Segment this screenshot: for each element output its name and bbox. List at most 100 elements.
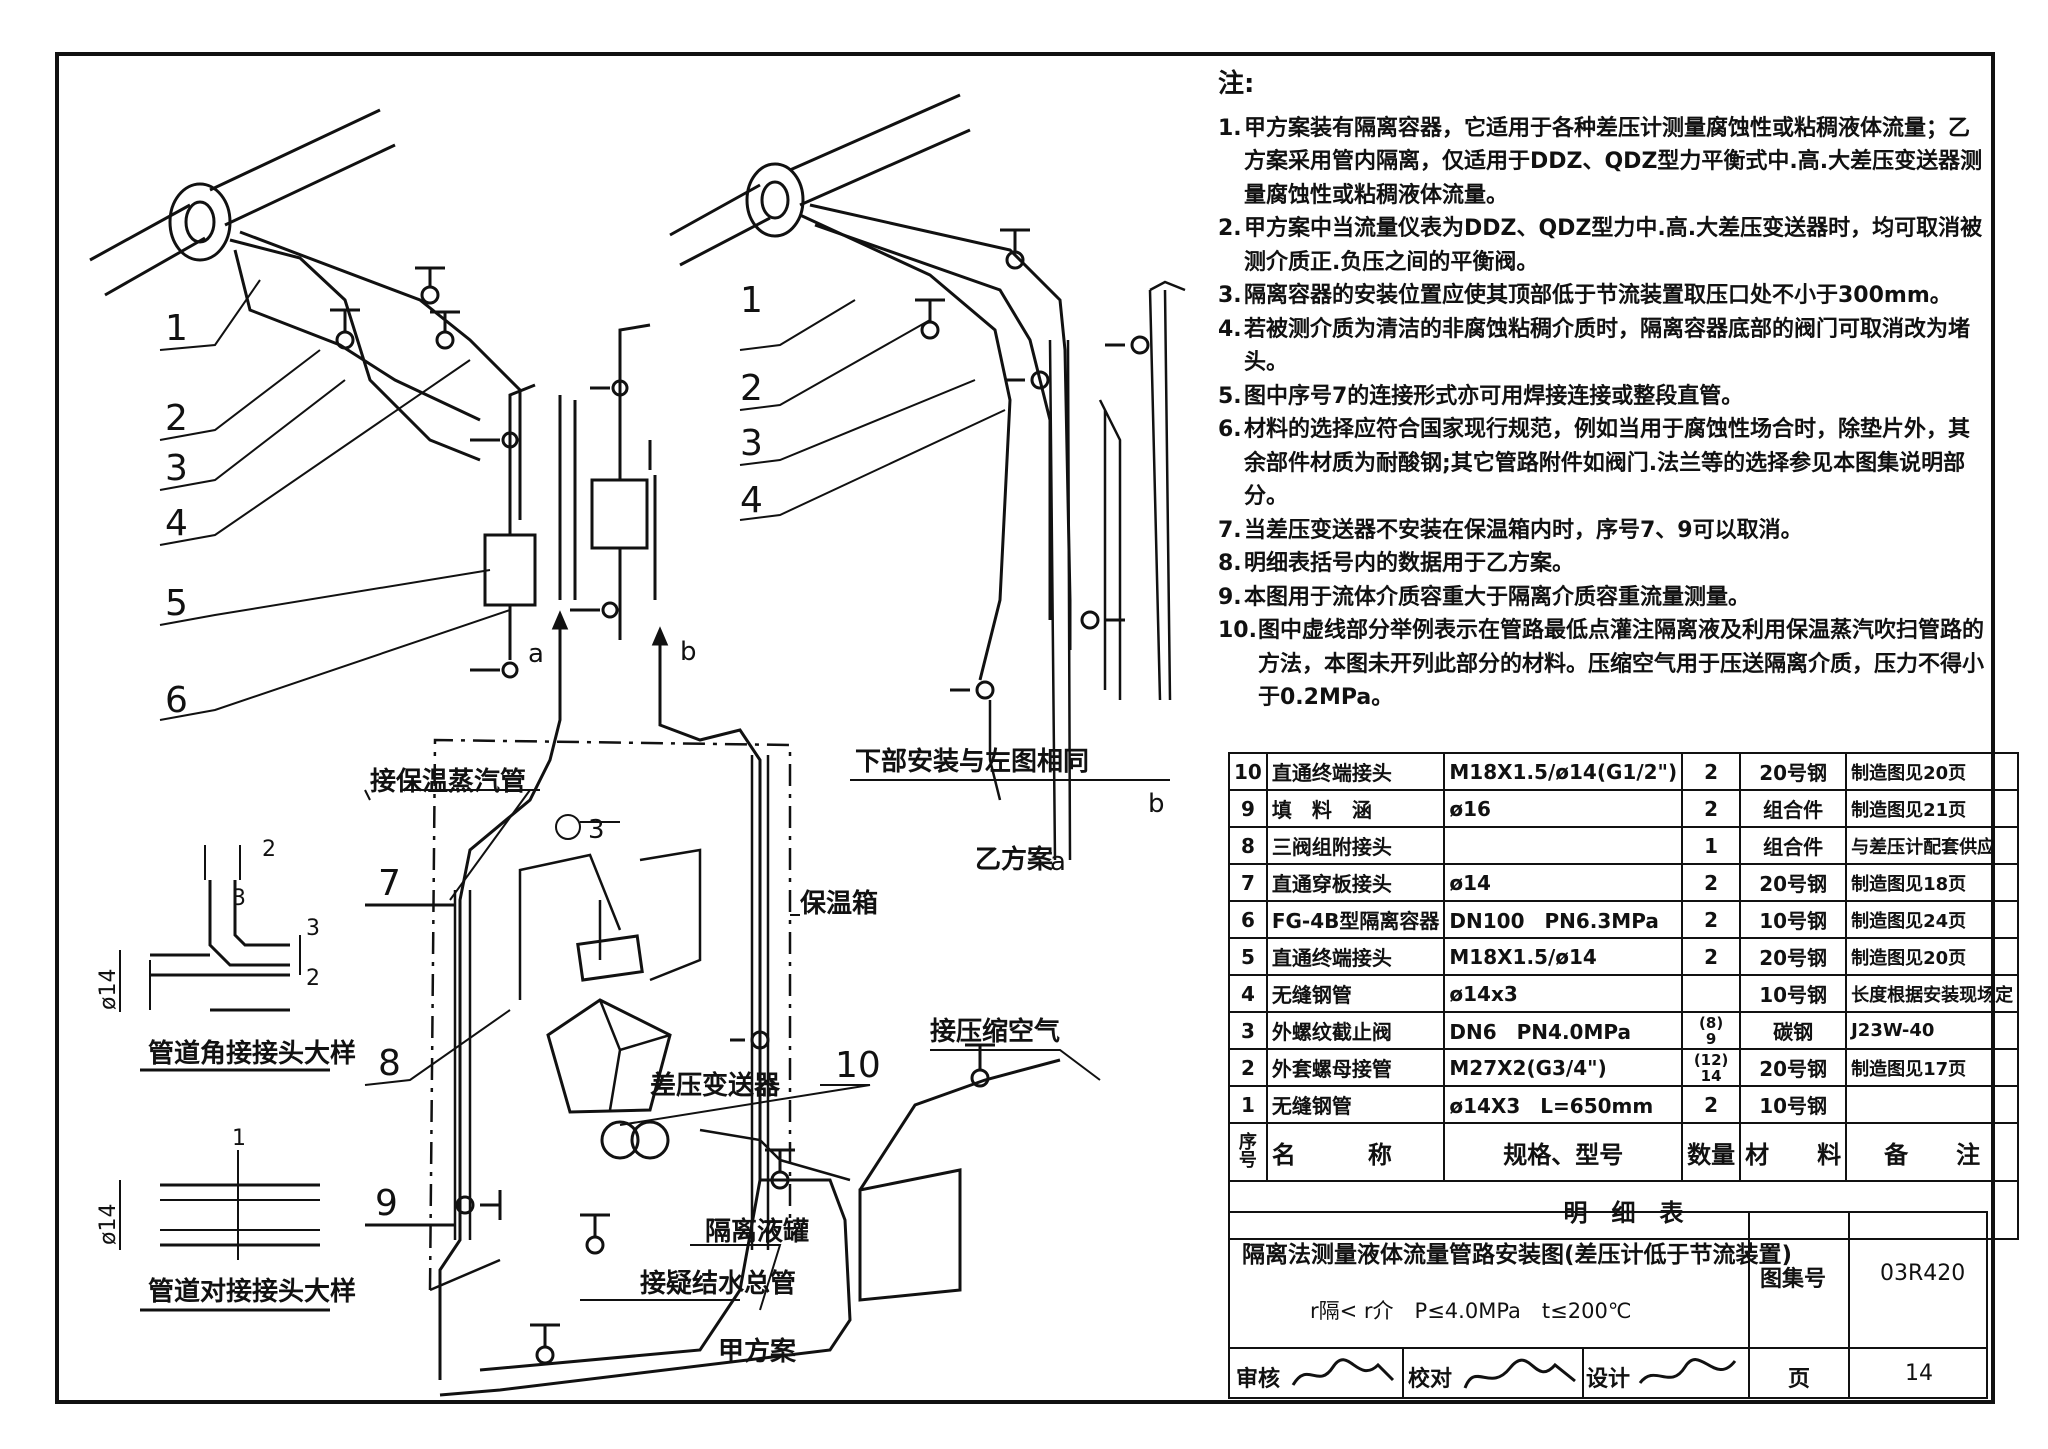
- bom-cell-name: 无缝钢管: [1265, 1085, 1446, 1124]
- bom-cell-spec: M18X1.5/ø14: [1443, 937, 1684, 976]
- bom-cell-name: 无缝钢管: [1265, 974, 1446, 1013]
- note-text: 甲方案中当流量仪表为DDZ、QDZ型力中.高.大差压变送器时，均可取消被测介质正…: [1244, 216, 1983, 275]
- bom-cell-no: 8: [1228, 826, 1268, 865]
- note-number: 6.: [1218, 417, 1242, 442]
- atlas-number: 03R420: [1880, 1261, 1966, 1286]
- note-number: 9.: [1218, 584, 1242, 610]
- notes-section: 注: 1.甲方案装有隔离容器，它适用于各种差压计测量腐蚀性或粘稠液体流量；乙方案…: [1218, 68, 1988, 715]
- valve-1: [330, 308, 360, 350]
- bom-cell-material: 组合件: [1739, 789, 1848, 828]
- bom-header-remark: 备 注: [1845, 1122, 2020, 1182]
- bom-cell-remark: 制造图见20页: [1845, 937, 2020, 976]
- label-b2: b: [1148, 789, 1165, 819]
- bom-cell-remark: J23W-40: [1845, 1011, 2020, 1050]
- callout-2: 2: [165, 398, 188, 439]
- note-item: 2.甲方案中当流量仪表为DDZ、QDZ型力中.高.大差压变送器时，均可取消被测介…: [1218, 212, 1988, 279]
- signature-design: [1638, 1358, 1737, 1384]
- dim-1: 1: [232, 1126, 246, 1151]
- signature-row: 审核 校对 设计 页 14: [1228, 1347, 1988, 1399]
- bom-cell-remark: 制造图见17页: [1845, 1048, 2020, 1087]
- bom-cell-remark: 制造图见24页: [1845, 900, 2020, 939]
- bom-header-spec: 规格、型号: [1443, 1122, 1684, 1182]
- label-a2: a: [1050, 847, 1066, 877]
- bom-cell-qty: 2: [1681, 1085, 1742, 1124]
- label-steam: 接保温蒸汽管: [370, 767, 526, 797]
- note-text: 甲方案装有隔离容器，它适用于各种差压计测量腐蚀性或粘稠液体流量；乙方案采用管内隔…: [1244, 115, 1983, 208]
- bom-cell-name: 填 料 涵: [1265, 789, 1446, 828]
- note-item: 6.材料的选择应符合国家现行规范，例如当用于腐蚀性场合时，除垫片外，其余部件材质…: [1218, 413, 1988, 514]
- dim-3: 3: [232, 886, 246, 911]
- page-label: 页: [1788, 1367, 1811, 1392]
- signature-check: [1463, 1358, 1576, 1389]
- callout-10: 10: [835, 1045, 881, 1086]
- bom-cell-remark: 与差压计配套供应: [1845, 826, 2020, 865]
- bom-header-qty: 数量: [1681, 1122, 1742, 1182]
- bom-cell-material: 20号钢: [1739, 752, 1848, 791]
- label-detail-angle: 管道角接接头大样: [148, 1038, 356, 1069]
- bom-cell-spec: [1443, 826, 1684, 865]
- bom-cell-no: 9: [1228, 789, 1268, 828]
- note-item: 5.图中序号7的连接形式亦可用焊接连接或整段直管。: [1218, 380, 1988, 414]
- callout-5: 5: [165, 583, 188, 624]
- note-number: 5.: [1218, 383, 1242, 409]
- label-lower-same: 下部安装与左图相同: [855, 747, 1089, 777]
- bom-cell-name: 外套螺母接管: [1265, 1048, 1446, 1087]
- title-row: 隔离法测量液体流量管路安装图(差压计低于节流装置) r隔< r介 P≤4.0MP…: [1228, 1211, 1988, 1349]
- bom-cell-name: 外螺纹截止阀: [1265, 1011, 1446, 1050]
- bom-cell-qty: 2: [1681, 789, 1742, 828]
- note-number: 8.: [1218, 551, 1242, 576]
- label-tank: 隔离液罐: [705, 1216, 809, 1247]
- bom-cell-spec: DN100 PN6.3MPa: [1443, 900, 1684, 939]
- note-text: 明细表括号内的数据用于乙方案。: [1244, 551, 1575, 576]
- note-number: 10.: [1218, 618, 1257, 643]
- callout-3: 3: [165, 448, 188, 489]
- bom-cell-material: 10号钢: [1739, 1085, 1848, 1124]
- note-number: 2.: [1218, 216, 1242, 241]
- bom-cell-qty: 2: [1681, 863, 1742, 902]
- note-text: 若被测介质为清洁的非腐蚀粘稠介质时，隔离容器底部的阀门可取消改为堵头。: [1244, 316, 1971, 376]
- note-number: 3.: [1218, 283, 1242, 308]
- label-section: 3: [588, 815, 605, 845]
- note-item: 3.隔离容器的安装位置应使其顶部低于节流装置取压口处不小于300mm。: [1218, 279, 1988, 313]
- bom-cell-name: 直通终端接头: [1265, 937, 1446, 976]
- bom-cell-remark: 制造图见20页: [1845, 752, 2020, 791]
- note-item: 9.本图用于流体介质容重大于隔离介质容重流量测量。: [1218, 581, 1988, 615]
- design-label: 设计: [1586, 1367, 1631, 1392]
- bom-cell-qty: 1: [1681, 826, 1742, 865]
- bom-cell-name: 直通终端接头: [1265, 752, 1446, 791]
- bom-cell-no: 1: [1228, 1085, 1268, 1124]
- dim-3b: 3: [306, 916, 320, 941]
- note-item: 8.明细表括号内的数据用于乙方案。: [1218, 547, 1988, 581]
- bom-cell-name: FG-4B型隔离容器: [1265, 900, 1446, 939]
- note-number: 4.: [1218, 316, 1242, 342]
- bom-cell-no: 6: [1228, 900, 1268, 939]
- dim-d14b: ø14: [96, 1204, 121, 1245]
- bom-cell-no: 4: [1228, 974, 1268, 1013]
- bom-cell-qty: (8) 9: [1681, 1011, 1742, 1050]
- label-transmitter: 差压变送器: [650, 1070, 781, 1101]
- bom-cell-material: 20号钢: [1739, 863, 1848, 902]
- callout-4: 4: [165, 503, 188, 544]
- note-text: 隔离容器的安装位置应使其顶部低于节流装置取压口处不小于300mm。: [1244, 283, 1952, 308]
- bom-cell-qty: 2: [1681, 937, 1742, 976]
- note-text: 材料的选择应符合国家现行规范，例如当用于腐蚀性场合时，除垫片外，其余部件材质为耐…: [1244, 417, 1971, 509]
- bom-cell-remark: [1845, 1085, 2020, 1124]
- right-callout-1: 1: [740, 280, 763, 321]
- notes-heading: 注:: [1218, 69, 1255, 99]
- drawing-frame: [55, 52, 1995, 1404]
- right-callout-3: 3: [740, 423, 763, 464]
- bom-cell-qty: 2: [1681, 900, 1742, 939]
- bom-cell-no: 7: [1228, 863, 1268, 902]
- callout-8: 8: [378, 1043, 401, 1084]
